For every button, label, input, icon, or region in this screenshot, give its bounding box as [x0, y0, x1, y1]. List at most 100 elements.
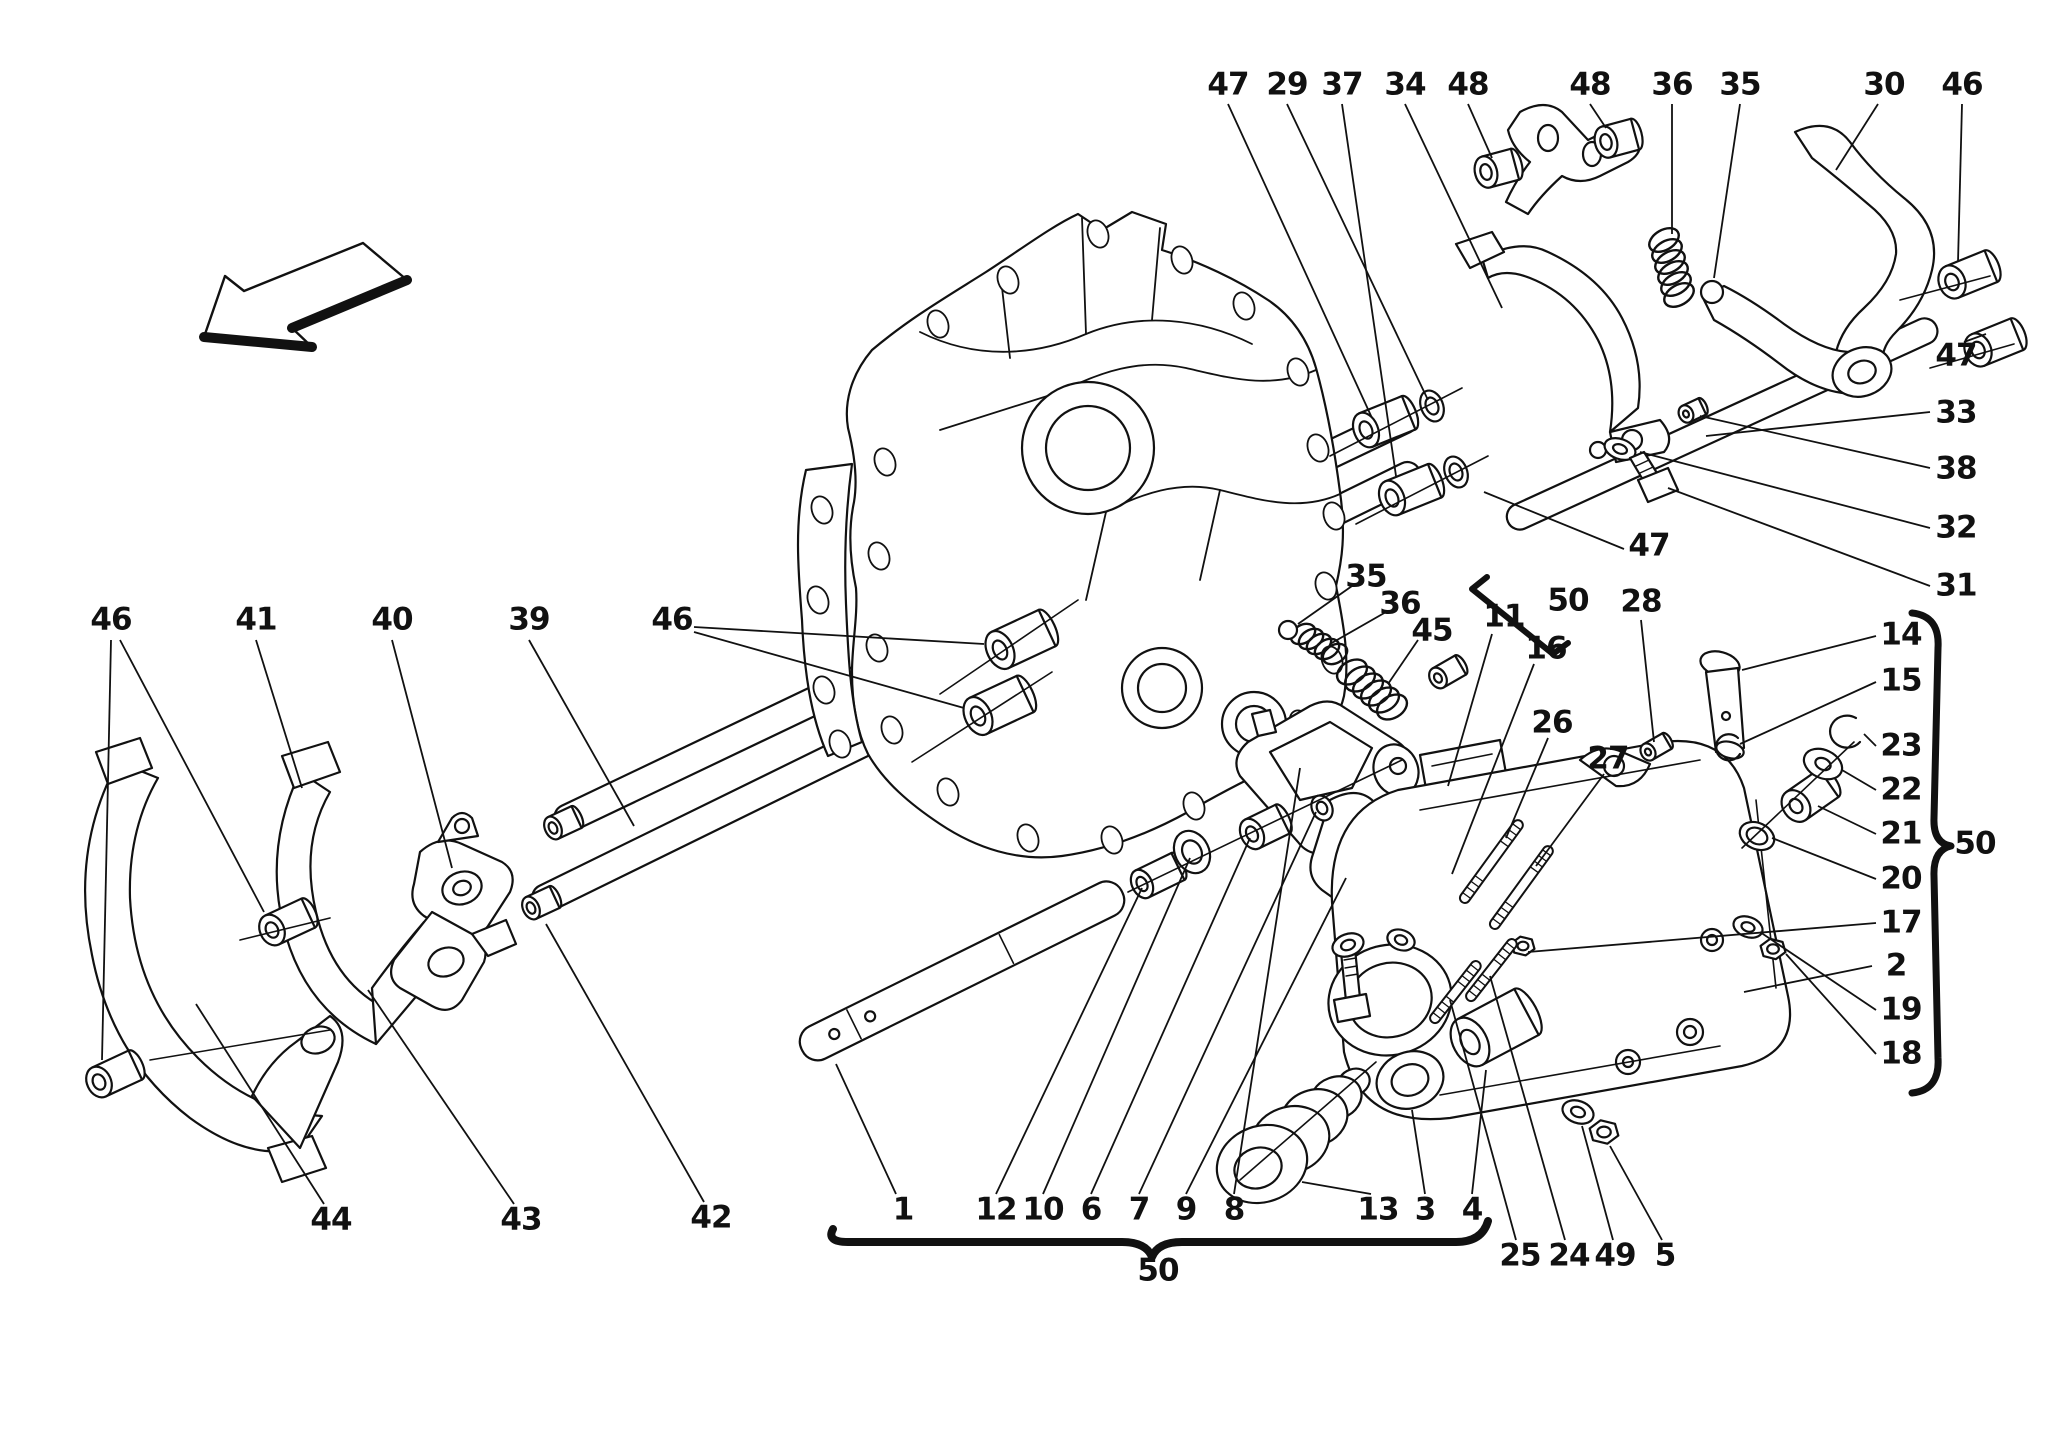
leader-line-43 — [545, 923, 705, 1203]
leader-line-14 — [1667, 487, 1931, 587]
leader-line-12 — [1699, 415, 1931, 469]
part-callout-35: 35 — [1719, 67, 1760, 103]
leader-line-9 — [1957, 103, 1963, 263]
leader-line-49 — [1185, 877, 1347, 1195]
part-callout-46: 46 — [1941, 67, 1982, 103]
leader-line-0 — [1227, 103, 1373, 419]
right-group-bracket — [1908, 609, 1955, 1097]
leader-line-54 — [1449, 999, 1517, 1241]
part-callout-1: 1 — [893, 1192, 914, 1228]
leader-line-20 — [1771, 837, 1877, 880]
shift-fork-right — [1700, 124, 1936, 398]
nuts — [1510, 935, 1787, 1145]
part-callout-16: 16 — [1525, 631, 1566, 667]
part-callout-49: 49 — [1594, 1238, 1635, 1274]
part-callout-36: 36 — [1651, 67, 1692, 103]
leader-line-11 — [1705, 411, 1931, 437]
part-callout-21: 21 — [1880, 816, 1921, 852]
leader-line-53 — [1471, 1069, 1487, 1195]
leader-line-3 — [1404, 103, 1503, 309]
leader-line-48 — [1138, 811, 1317, 1195]
part-callout-14: 14 — [1880, 617, 1922, 653]
part-callout-50: 50 — [1547, 583, 1589, 619]
detent-balls — [1277, 279, 1725, 641]
part-callout-6: 6 — [1081, 1192, 1102, 1228]
leader-line-51 — [1301, 1181, 1372, 1195]
leader-line-57 — [1609, 1145, 1663, 1241]
leader-line-39 — [1535, 773, 1605, 867]
leader-line-5 — [1589, 103, 1607, 129]
leader-line-34 — [1387, 639, 1419, 685]
part-callout-50: 50 — [1954, 826, 1996, 862]
part-callout-4: 4 — [1462, 1192, 1483, 1228]
leader-line-25 — [101, 639, 112, 1061]
leader-line-29 — [528, 639, 635, 827]
bushings-and-pins — [85, 117, 2028, 1099]
leader-line-24 — [1785, 953, 1877, 1055]
part-callout-48: 48 — [1447, 67, 1488, 103]
leader-line-41 — [195, 1003, 325, 1205]
part-callout-32: 32 — [1935, 510, 1976, 546]
part-callout-47: 47 — [1935, 338, 1976, 374]
part-callout-19: 19 — [1880, 992, 1921, 1028]
part-callout-46: 46 — [651, 602, 692, 638]
leader-line-37 — [1640, 619, 1655, 743]
part-callout-29: 29 — [1266, 67, 1307, 103]
part-callout-10: 10 — [1022, 1192, 1064, 1228]
leader-line-18 — [1841, 769, 1877, 791]
leader-line-8 — [1835, 103, 1879, 171]
part-callout-25: 25 — [1499, 1238, 1540, 1274]
part-callout-40: 40 — [371, 602, 413, 638]
leader-line-19 — [1817, 805, 1877, 835]
part-callout-23: 23 — [1880, 728, 1921, 764]
part-callout-8: 8 — [1224, 1192, 1245, 1228]
leader-line-38 — [1505, 737, 1549, 839]
part-callout-48: 48 — [1569, 67, 1610, 103]
part-callout-3: 3 — [1415, 1192, 1436, 1228]
part-callout-39: 39 — [508, 602, 549, 638]
leader-line-31 — [693, 631, 965, 709]
leader-line-28 — [391, 639, 453, 869]
part-callout-20: 20 — [1880, 861, 1922, 897]
part-callout-2: 2 — [1886, 948, 1907, 984]
pivot-pin — [1699, 650, 1746, 760]
leader-line-30 — [693, 626, 985, 645]
part-callout-11: 11 — [1483, 599, 1524, 635]
part-callout-27: 27 — [1587, 741, 1628, 777]
shift-fork-lower — [84, 736, 344, 1184]
part-callout-47: 47 — [1628, 528, 1669, 564]
part-callout-15: 15 — [1880, 663, 1921, 699]
part-callout-7: 7 — [1129, 1192, 1150, 1228]
part-callout-24: 24 — [1548, 1238, 1590, 1274]
part-callout-45: 45 — [1411, 613, 1452, 649]
assembly-axes — [149, 275, 2015, 1181]
leader-line-32 — [1297, 585, 1353, 625]
control-cover — [1327, 739, 1792, 1121]
part-callout-33: 33 — [1935, 395, 1976, 431]
leader-line-7 — [1713, 103, 1741, 279]
bolt-31 — [1628, 450, 1680, 504]
leader-line-40 — [1483, 491, 1625, 550]
rubber-boot — [1215, 1067, 1371, 1205]
bottom-group-bracket — [827, 1217, 1492, 1261]
line-art — [84, 103, 2028, 1261]
leader-line-4 — [1467, 103, 1493, 159]
leader-line-17 — [1863, 733, 1877, 747]
leader-line-13 — [1639, 451, 1931, 529]
leader-line-52 — [1411, 1109, 1426, 1195]
part-callout-42: 42 — [690, 1200, 731, 1236]
leader-line-15 — [1741, 635, 1877, 671]
leader-line-45 — [995, 887, 1143, 1195]
leader-line-33 — [1329, 611, 1387, 645]
direction-arrow-icon — [199, 241, 412, 352]
part-callout-22: 22 — [1880, 772, 1921, 808]
part-callout-31: 31 — [1935, 568, 1976, 604]
part-callout-26: 26 — [1531, 705, 1572, 741]
leader-line-27 — [255, 639, 303, 789]
leader-line-56 — [1581, 1125, 1614, 1241]
part-callout-43: 43 — [500, 1202, 541, 1238]
leader-line-10 — [1963, 333, 1987, 343]
leader-line-1 — [1286, 103, 1429, 401]
